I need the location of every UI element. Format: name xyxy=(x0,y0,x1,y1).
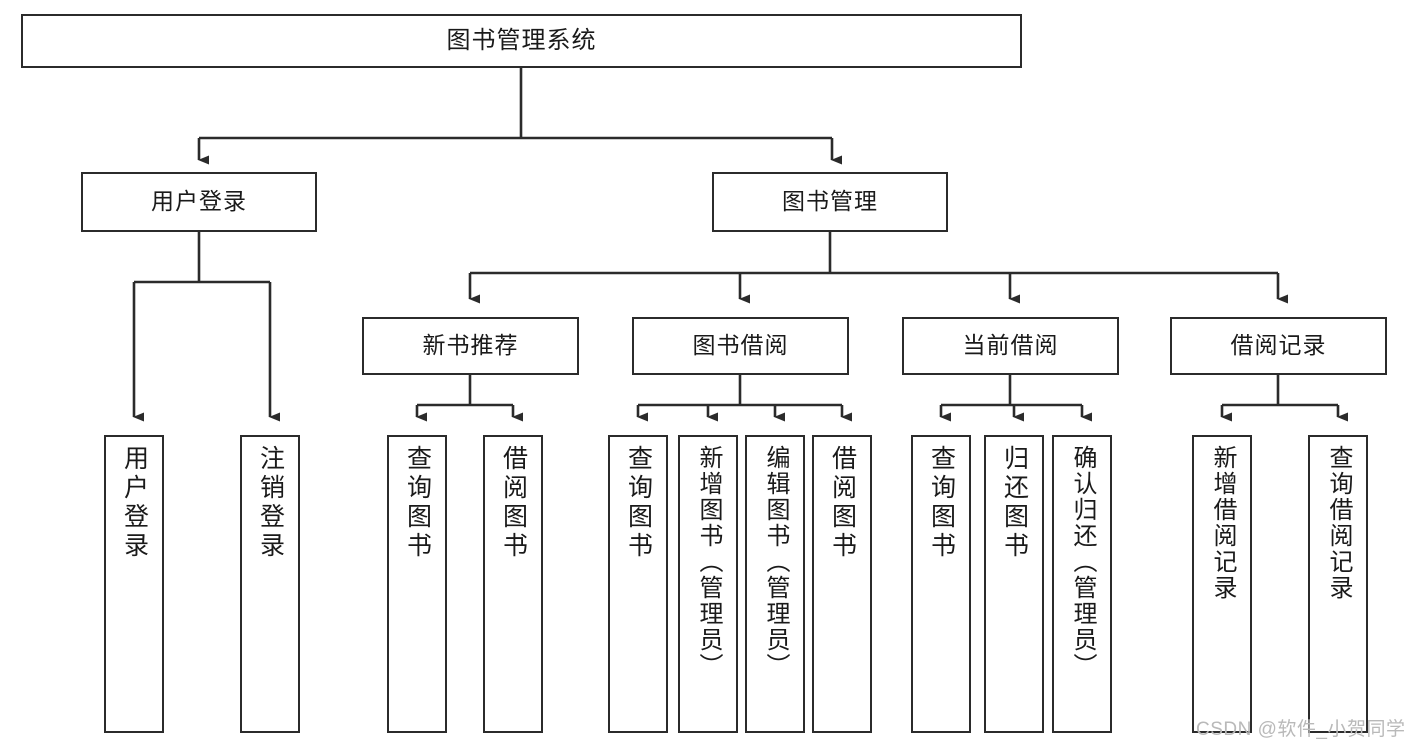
node-label: 借阅记录 xyxy=(1230,332,1327,359)
node-label: 查询图书 xyxy=(624,445,653,561)
node-label: 借阅图书 xyxy=(499,445,528,561)
node-label: 用户登录 xyxy=(120,445,149,561)
node-leaf-query-borrow-record[interactable]: 查询借阅记录 xyxy=(1308,435,1368,733)
csdn-watermark: CSDN @软件_小贺同学 xyxy=(1196,719,1405,740)
node-label: 确认归还（管理员） xyxy=(1069,445,1096,679)
node-label: 图书管理系统 xyxy=(446,26,597,54)
node-label: 查询借阅记录 xyxy=(1325,445,1352,601)
node-label: 借阅图书 xyxy=(828,445,857,561)
node-user-login[interactable]: 用户登录 xyxy=(81,172,317,232)
node-leaf-borrow-books-recommend[interactable]: 借阅图书 xyxy=(483,435,543,733)
node-label: 归还图书 xyxy=(1000,445,1029,561)
node-label: 用户登录 xyxy=(151,188,247,215)
node-label: 注销登录 xyxy=(256,445,285,561)
node-new-book-recommend[interactable]: 新书推荐 xyxy=(362,317,579,375)
node-leaf-borrow-book[interactable]: 借阅图书 xyxy=(812,435,872,733)
node-current-borrow[interactable]: 当前借阅 xyxy=(902,317,1119,375)
node-borrow-records[interactable]: 借阅记录 xyxy=(1170,317,1387,375)
node-leaf-return-book[interactable]: 归还图书 xyxy=(984,435,1044,733)
node-leaf-add-book-admin[interactable]: 新增图书（管理员） xyxy=(678,435,738,733)
node-label: 新增借阅记录 xyxy=(1209,445,1236,601)
node-label: 图书管理 xyxy=(782,188,878,215)
node-book-management[interactable]: 图书管理 xyxy=(712,172,948,232)
node-label: 图书借阅 xyxy=(692,332,789,359)
node-leaf-query-books-borrow[interactable]: 查询图书 xyxy=(608,435,668,733)
node-leaf-add-borrow-record[interactable]: 新增借阅记录 xyxy=(1192,435,1252,733)
node-book-management-system[interactable]: 图书管理系统 xyxy=(21,14,1022,68)
node-book-borrow[interactable]: 图书借阅 xyxy=(632,317,849,375)
node-label: 查询图书 xyxy=(403,445,432,561)
node-leaf-confirm-return-admin[interactable]: 确认归还（管理员） xyxy=(1052,435,1112,733)
node-leaf-query-books-recommend[interactable]: 查询图书 xyxy=(387,435,447,733)
node-leaf-query-books-current[interactable]: 查询图书 xyxy=(911,435,971,733)
node-leaf-logout[interactable]: 注销登录 xyxy=(240,435,300,733)
node-label: 当前借阅 xyxy=(962,332,1059,359)
node-label: 新增图书（管理员） xyxy=(695,445,722,679)
node-label: 查询图书 xyxy=(927,445,956,561)
node-label: 编辑图书（管理员） xyxy=(762,445,789,679)
node-leaf-user-login[interactable]: 用户登录 xyxy=(104,435,164,733)
node-leaf-edit-book-admin[interactable]: 编辑图书（管理员） xyxy=(745,435,805,733)
node-label: 新书推荐 xyxy=(422,332,519,359)
